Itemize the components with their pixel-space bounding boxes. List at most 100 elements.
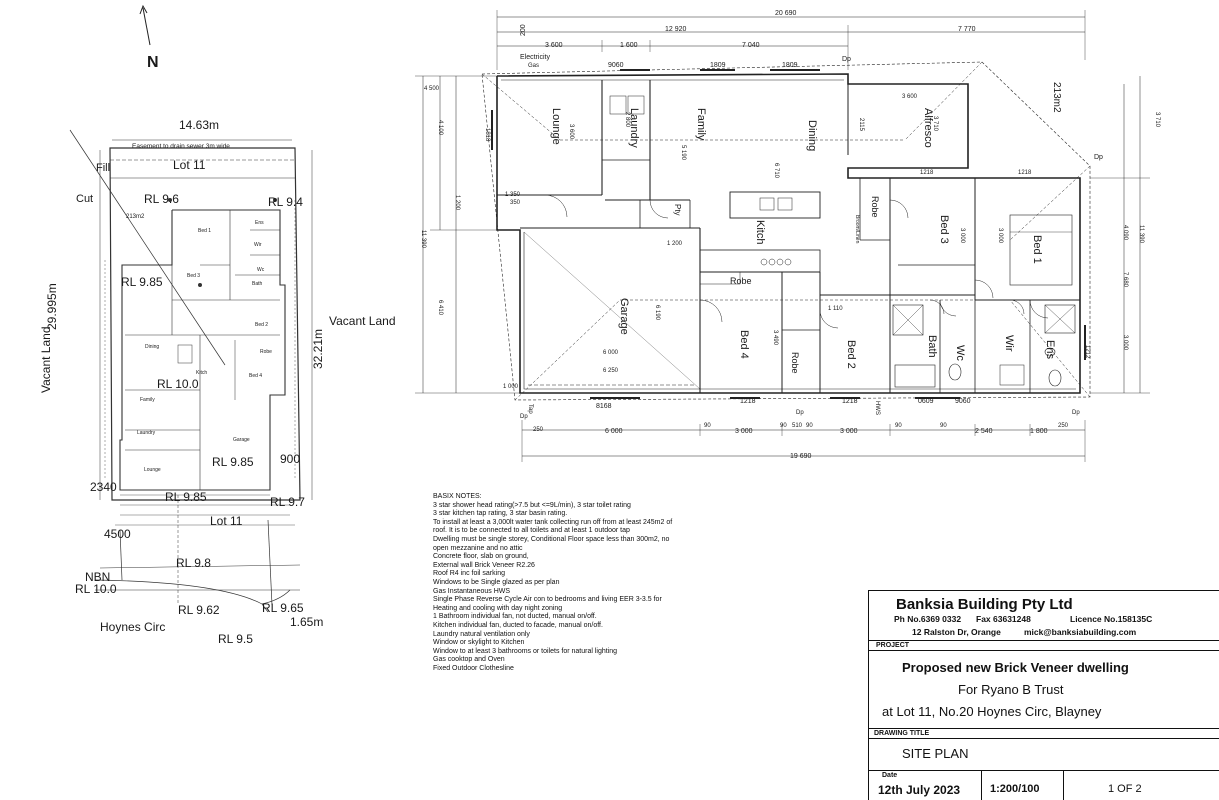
site-dim-1-65: 1.65m — [290, 615, 324, 629]
site-vacant-left: Vacant Land — [39, 326, 53, 394]
site-easement: Easement to drain sewer 3m wide — [132, 143, 230, 150]
plan-dim-right-top: 7 770 — [958, 26, 976, 33]
plan-w8168: 8168 — [596, 403, 612, 410]
site-room-bed1: Bed 1 — [198, 228, 212, 234]
site-dim-900: 900 — [280, 452, 301, 466]
floor-plan — [415, 10, 1150, 462]
plan-dim-left-d: 11 390 — [420, 230, 426, 248]
plan-room-bed3: Bed 3 — [938, 215, 950, 244]
site-plan — [69, 129, 313, 613]
note-line: 3 star shower head rating(>7.5 but <=9L/… — [433, 501, 631, 509]
site-rl-9-62: RL 9.62 — [178, 603, 220, 617]
plan-dim-left-e: 1 350 — [505, 192, 521, 198]
note-line: Laundry natural ventilation only — [433, 630, 530, 638]
plan-w1218-c: 1218 — [740, 398, 756, 405]
site-cut: Cut — [76, 193, 94, 205]
plan-dim-alfresco-h: 3 710 — [932, 116, 938, 132]
site-rl-9-65: RL 9.65 — [262, 601, 304, 615]
plan-room-bed1: Bed 1 — [1031, 235, 1043, 264]
site-room-wc: Wc — [257, 267, 265, 273]
plan-dim-bottom-g5: 90 — [940, 423, 947, 429]
site-room-bed4: Bed 4 — [249, 373, 263, 379]
plan-room-dining: Dining — [806, 120, 818, 152]
note-line: Single Phase Reverse Cycle Air con to be… — [433, 596, 662, 604]
company-fax: Fax 63631248 — [976, 614, 1031, 624]
plan-dim-kitch: 1 200 — [667, 241, 683, 247]
plan-w1218-d: 1218 — [842, 398, 858, 405]
plan-dim-bottom-d: 2 540 — [975, 428, 993, 435]
plan-dim-garage-len: 6 190 — [654, 305, 660, 321]
plan-dim-bottom-b: 3 000 — [735, 428, 753, 435]
site-room-bed3: Bed 3 — [187, 273, 201, 279]
basix-notes-title: BASIX NOTES: — [433, 493, 482, 500]
site-rl-9-8: RL 9.8 — [176, 556, 211, 570]
plan-room-bed2: Bed 2 — [845, 340, 857, 369]
note-line: 1 Bathroom individual fan, not ducted, m… — [433, 613, 597, 621]
site-lot-top: Lot 11 — [173, 158, 206, 172]
site-rl-br: RL 9.85 — [212, 455, 254, 469]
note-line: To install at least a 3,000lt water tank… — [433, 518, 673, 526]
plan-room-garage: Garage — [618, 298, 630, 335]
plan-dim-dining: 6 710 — [773, 163, 779, 179]
plan-dim-overall-top: 20 690 — [775, 10, 797, 17]
plan-dim-bottom-f2: 250 — [533, 427, 544, 433]
site-room-laundry: Laundry — [137, 430, 156, 436]
project-line-1: Proposed new Brick Veneer dwelling — [902, 660, 1129, 675]
site-street: Hoynes Circ — [100, 620, 166, 634]
site-fill: Fill — [96, 162, 111, 174]
plan-room-robe-b: Robe — [870, 196, 880, 218]
plan-room-family: Family — [695, 108, 707, 141]
note-line: Fixed Outdoor Clothesline — [433, 664, 514, 672]
plan-room-kitch: Kitch — [754, 220, 766, 245]
plan-room-robe-c: Robe — [790, 352, 800, 374]
note-line: Heating and cooling with day night zonin… — [433, 604, 563, 612]
site-rl-tr: RL 9.4 — [268, 195, 303, 209]
plan-dim-left-top: 12 920 — [665, 26, 687, 33]
note-line: Dwelling must be single storey, Conditio… — [433, 535, 670, 543]
site-rl-left: RL 9.85 — [121, 275, 163, 289]
plan-room-ens: Ens — [1044, 340, 1056, 359]
site-nbn: NBN — [85, 570, 111, 584]
plan-dim-c-top: 7 040 — [742, 42, 760, 49]
plan-dim-garage-w: 6 000 — [603, 350, 619, 356]
note-line: roof. It is to be connected to all toile… — [433, 527, 630, 535]
plan-dim-bottom-g3: 90 — [806, 423, 813, 429]
site-lot-bottom: Lot 11 — [210, 514, 243, 528]
note-line: Concrete floor, slab on ground, — [433, 553, 529, 561]
note-line: External wall Brick Veneer R2.26 — [433, 561, 535, 569]
plan-dim-bottom-e: 1 800 — [1030, 428, 1048, 435]
plan-w1818-left: 1818 — [484, 128, 490, 142]
drawing-title-label: DRAWING TITLE — [874, 730, 930, 737]
sheet-value: 1 OF 2 — [1108, 783, 1142, 795]
basix-notes: BASIX NOTES: 3 star shower head rating(>… — [433, 493, 733, 673]
plan-dim-right-d: 11 390 — [1138, 225, 1144, 243]
note-line: Gas Instantaneous HWS — [433, 587, 511, 595]
project-line-2: For Ryano B Trust — [958, 682, 1064, 697]
drawing-title: SITE PLAN — [902, 746, 969, 761]
plan-room-broom: Broom/Linen — [854, 215, 860, 244]
plan-dim-alfresco: 3 600 — [902, 94, 918, 100]
plan-area: 213m2 — [1051, 82, 1062, 113]
plan-dim-laund: 2 800 — [624, 112, 630, 128]
site-room-garage: Garage — [233, 437, 250, 443]
plan-dim-bed3: 3 000 — [959, 228, 965, 244]
plan-w1212: 1212 — [1084, 345, 1090, 359]
site-rl-center: RL 10.0 — [157, 377, 199, 391]
site-room-bath: Bath — [252, 281, 263, 287]
plan-w9060-top: 9060 — [608, 62, 624, 69]
site-rl-9-5: RL 9.5 — [218, 632, 253, 646]
plan-w9060-bottom: 9060 — [955, 398, 971, 405]
note-line: 3 star kitchen tap rating, 3 star basin … — [433, 510, 568, 518]
date-value: 12th July 2023 — [878, 783, 961, 797]
plan-dim-left-c: 6 410 — [437, 300, 443, 316]
title-block: Banksia Building Pty Ltd Ph No.6369 0332… — [868, 590, 1219, 800]
site-rl-bl: RL 9.85 — [165, 490, 207, 504]
site-room-kitch: Kitch — [196, 370, 208, 376]
plan-w1218-a: 1218 — [920, 170, 934, 176]
plan-w1809-a: 1809 — [710, 62, 726, 69]
plan-room-wc: Wc — [954, 345, 966, 361]
plan-dim-left-f: 350 — [510, 200, 521, 206]
plan-room-robe-a: Robe — [730, 276, 752, 286]
company-licence: Licence No.158135C — [1070, 614, 1153, 624]
